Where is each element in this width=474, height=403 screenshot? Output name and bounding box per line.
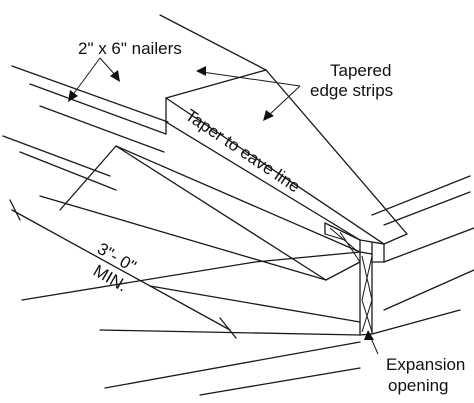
deck-lines: [21, 145, 474, 396]
tapered-label-line2: edge strips: [310, 81, 393, 100]
leader-nailers: [68, 57, 120, 102]
tapered-edge-strip: [159, 14, 408, 245]
nailers-label: 2" x 6" nailers: [78, 39, 182, 58]
nailer-lines: [2, 65, 169, 191]
expansion-label-line1: Expansion: [386, 355, 465, 374]
tapered-label-line1: Tapered: [330, 61, 391, 80]
leader-tapered: [196, 66, 301, 121]
leader-expansion: [364, 330, 379, 355]
fascia-block: [324, 222, 385, 336]
dimension-line: [9, 199, 237, 339]
expansion-label-line2: opening: [388, 376, 449, 395]
